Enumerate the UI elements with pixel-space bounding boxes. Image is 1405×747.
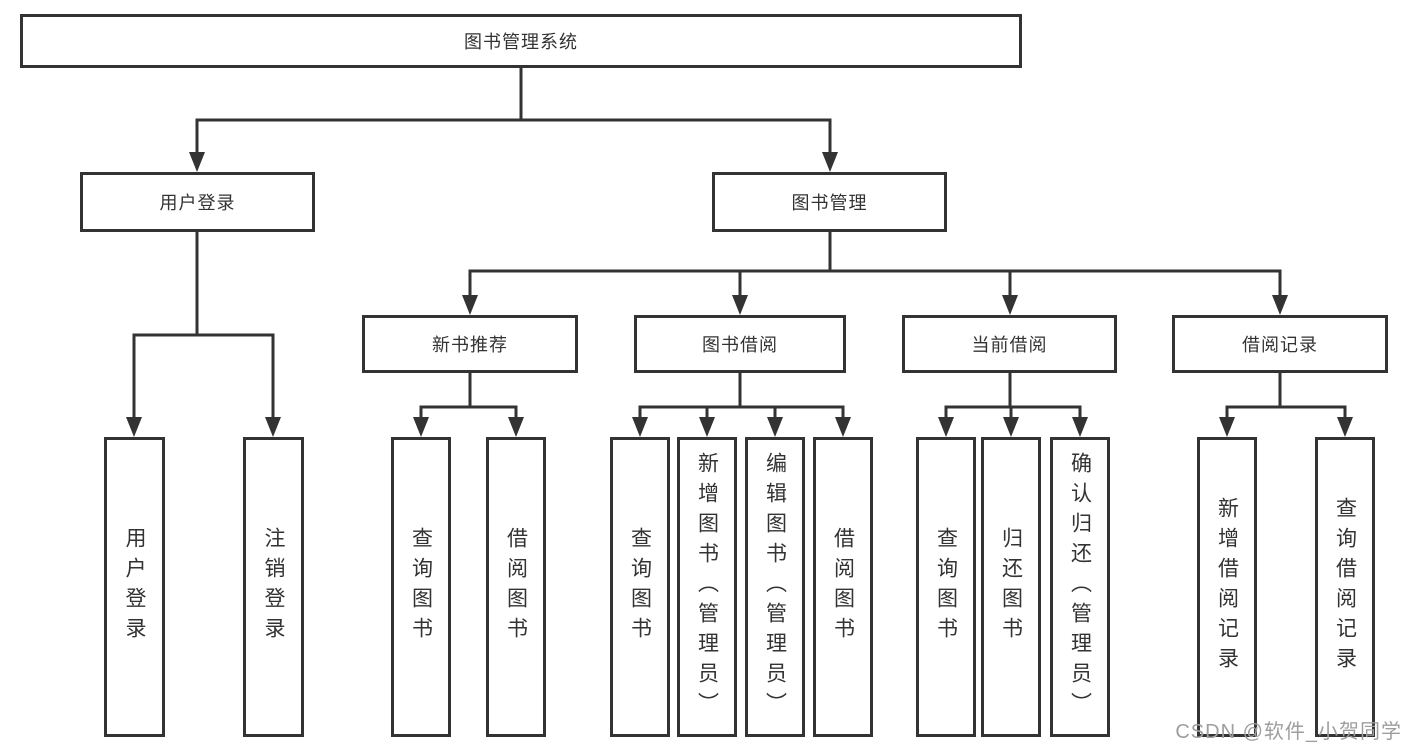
leaf-query-books-current: 查询图书 (916, 437, 976, 737)
leaf-logout-login-label: 注销登录 (262, 527, 285, 647)
leaf-edit-book-admin-label: 编辑图书（管理员） (763, 452, 787, 722)
node-borrow-record-label: 借阅记录 (1242, 335, 1318, 355)
leaf-borrow-books: 借阅图书 (813, 437, 873, 737)
leaf-query-books-current-label: 查询图书 (934, 527, 958, 647)
csdn-watermark: CSDN @软件_小贺同学 (1175, 721, 1402, 743)
leaf-query-borrow-record-label: 查询借阅记录 (1333, 497, 1357, 677)
leaf-return-book-label: 归还图书 (999, 527, 1023, 647)
leaf-add-borrow-record-label: 新增借阅记录 (1215, 497, 1239, 677)
node-book-borrow-label: 图书借阅 (702, 335, 778, 355)
leaf-query-books-borrow-label: 查询图书 (628, 527, 652, 647)
leaf-add-book-admin-label: 新增图书（管理员） (695, 452, 719, 722)
node-book-management: 图书管理 (712, 172, 947, 232)
leaf-confirm-return-admin-label: 确认归还（管理员） (1068, 452, 1092, 722)
leaf-logout-login: 注销登录 (243, 437, 304, 737)
leaf-add-borrow-record: 新增借阅记录 (1197, 437, 1257, 737)
node-current-borrow-label: 当前借阅 (971, 335, 1048, 355)
node-current-borrow: 当前借阅 (902, 315, 1117, 373)
node-user-login-label: 用户登录 (159, 193, 236, 213)
node-new-book-recommend-label: 新书推荐 (432, 335, 508, 355)
leaf-borrow-books-label: 借阅图书 (831, 527, 855, 647)
leaf-add-book-admin: 新增图书（管理员） (677, 437, 737, 737)
leaf-user-login-label: 用户登录 (123, 527, 146, 647)
leaf-edit-book-admin: 编辑图书（管理员） (745, 437, 805, 737)
leaf-borrow-books-recommend: 借阅图书 (486, 437, 546, 737)
leaf-borrow-books-recommend-label: 借阅图书 (504, 527, 528, 647)
leaf-query-books-recommend-label: 查询图书 (409, 527, 433, 647)
leaf-return-book: 归还图书 (981, 437, 1041, 737)
node-library-system: 图书管理系统 (20, 14, 1022, 68)
leaf-query-books-borrow: 查询图书 (610, 437, 670, 737)
node-new-book-recommend: 新书推荐 (362, 315, 578, 373)
node-borrow-record: 借阅记录 (1172, 315, 1388, 373)
node-user-login: 用户登录 (80, 172, 315, 232)
node-library-system-label: 图书管理系统 (464, 32, 578, 52)
leaf-user-login: 用户登录 (104, 437, 165, 737)
node-book-management-label: 图书管理 (791, 193, 868, 213)
leaf-confirm-return-admin: 确认归还（管理员） (1050, 437, 1110, 737)
leaf-query-books-recommend: 查询图书 (391, 437, 451, 737)
node-book-borrow: 图书借阅 (634, 315, 846, 373)
leaf-query-borrow-record: 查询借阅记录 (1315, 437, 1375, 737)
